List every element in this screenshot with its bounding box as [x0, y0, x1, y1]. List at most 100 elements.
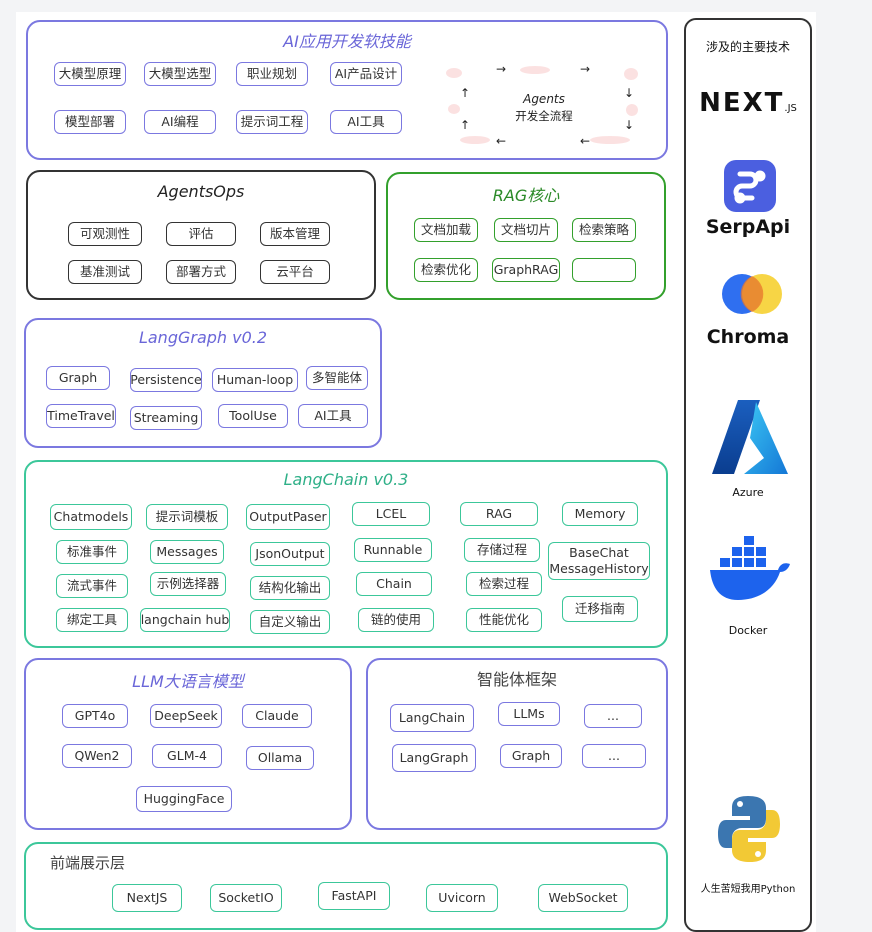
- chip: LCEL: [352, 502, 430, 526]
- chip: 模型部署: [54, 110, 126, 134]
- chip: 文档切片: [494, 218, 558, 242]
- chip: Human-loop: [212, 368, 298, 392]
- chip: 示例选择器: [150, 572, 226, 596]
- ai-skills-panel: AI应用开发软技能 大模型原理 大模型选型 职业规划 AI产品设计 模型部署 A…: [26, 20, 668, 160]
- chip: Persistence: [130, 368, 202, 392]
- chip: 链的使用: [358, 608, 434, 632]
- chip: ...: [584, 704, 642, 728]
- chip: HuggingFace: [136, 786, 232, 812]
- arrow-right-icon: →: [580, 62, 591, 76]
- chip: 职业规划: [236, 62, 308, 86]
- serpapi-label: SerpApi: [705, 216, 791, 238]
- chip: GLM-4: [152, 744, 222, 768]
- chip: 版本管理: [260, 222, 330, 246]
- chip: Chain: [356, 572, 432, 596]
- nextjs-logo: NEXT.JS: [686, 88, 810, 118]
- chip: Uvicorn: [426, 884, 498, 912]
- chip: LLMs: [498, 702, 560, 726]
- decor-blob: [460, 136, 490, 144]
- langgraph-title: LangGraph v0.2: [138, 328, 268, 347]
- arrow-down-icon: ↓: [624, 118, 635, 132]
- chip: 绑定工具: [56, 608, 128, 632]
- decor-blob: [624, 68, 638, 80]
- arrow-down-icon: ↓: [624, 86, 635, 100]
- chip: AI工具: [298, 404, 368, 428]
- chip: Chatmodels: [50, 504, 132, 530]
- chip: Runnable: [354, 538, 432, 562]
- chip: langchain hub: [140, 608, 230, 632]
- rag-panel: RAG核心 文档加载 文档切片 检索策略 检索优化 GraphRAG: [386, 172, 666, 300]
- llm-panel: LLM大语言模型 GPT4o DeepSeek Claude QWen2 GLM…: [24, 658, 352, 830]
- chip: DeepSeek: [150, 704, 222, 728]
- chip: 大模型选型: [144, 62, 216, 86]
- arrow-up-icon: ↑: [460, 86, 471, 100]
- sidebar-title: 涉及的主要技术: [705, 40, 790, 54]
- chip: NextJS: [112, 884, 182, 912]
- chip: ...: [582, 744, 646, 768]
- chip: GraphRAG: [492, 258, 560, 282]
- chip: 大模型原理: [54, 62, 126, 86]
- agents-label: Agents: [523, 92, 565, 106]
- tech-sidebar: 涉及的主要技术 NEXT.JS SerpApi Chroma: [684, 18, 812, 932]
- langchain-title: LangChain v0.3: [283, 470, 409, 489]
- chroma-label: Chroma: [706, 326, 790, 348]
- docker-label: Docker: [728, 624, 768, 637]
- decor-blob: [590, 136, 630, 144]
- decor-blob: [448, 104, 460, 114]
- chip: 基准测试: [68, 260, 142, 284]
- chip: 检索策略: [572, 218, 636, 242]
- chip: 提示词模板: [146, 504, 228, 530]
- docker-icon: [708, 534, 794, 604]
- agent-framework-title: 智能体框架: [476, 670, 557, 689]
- chip: 检索优化: [414, 258, 478, 282]
- azure-label: Azure: [732, 486, 764, 499]
- chip: 评估: [166, 222, 236, 246]
- chip: GPT4o: [62, 704, 128, 728]
- chip: TimeTravel: [46, 404, 116, 428]
- chip: QWen2: [62, 744, 132, 768]
- chip: JsonOutput: [250, 542, 330, 566]
- chip: BaseChat MessageHistory: [548, 542, 650, 580]
- nextjs-suffix: .JS: [784, 103, 797, 114]
- chroma-icon: [720, 272, 784, 316]
- chip: 文档加载: [414, 218, 478, 242]
- arrow-left-icon: ←: [580, 134, 591, 148]
- chip: 提示词工程: [236, 110, 308, 134]
- chip: 检索过程: [466, 572, 542, 596]
- python-icon: [716, 794, 782, 864]
- chip: WebSocket: [538, 884, 628, 912]
- chip: 部署方式: [166, 260, 236, 284]
- arrow-left-icon: ←: [496, 134, 507, 148]
- chip: 性能优化: [466, 608, 542, 632]
- chip: AI编程: [144, 110, 216, 134]
- chip: 自定义输出: [250, 610, 330, 634]
- chip: [572, 258, 636, 282]
- chip: 标准事件: [56, 540, 128, 564]
- chip: 流式事件: [56, 574, 128, 598]
- agentsops-title: AgentsOps: [157, 182, 245, 201]
- chip: 存储过程: [464, 538, 540, 562]
- chip: FastAPI: [318, 882, 390, 910]
- langchain-panel: LangChain v0.3 Chatmodels 提示词模板 OutputPa…: [24, 460, 668, 648]
- chip: Graph: [500, 744, 562, 768]
- azure-icon: [710, 398, 790, 476]
- rag-title: RAG核心: [492, 186, 560, 205]
- chip: AI工具: [330, 110, 402, 134]
- agents-sub: 开发全流程: [515, 109, 573, 123]
- chip: Memory: [562, 502, 638, 526]
- chip: 多智能体: [306, 366, 368, 390]
- decor-blob: [626, 104, 638, 116]
- chip: 可观测性: [68, 222, 142, 246]
- llm-title: LLM大语言模型: [132, 672, 244, 691]
- chip: 云平台: [260, 260, 330, 284]
- chip: RAG: [460, 502, 538, 526]
- agentsops-panel: AgentsOps 可观测性 评估 版本管理 基准测试 部署方式 云平台: [26, 170, 376, 300]
- decor-blob: [520, 66, 550, 74]
- frontend-panel: 前端展示层 NextJS SocketIO FastAPI Uvicorn We…: [24, 842, 668, 930]
- agents-cycle: → → ↓ ↓ ← ← ↑ ↑ Agents 开发全流程: [440, 58, 648, 150]
- arrow-right-icon: →: [496, 62, 507, 76]
- decor-blob: [446, 68, 462, 78]
- chip: Graph: [46, 366, 110, 390]
- chip: Messages: [150, 540, 224, 564]
- chip: SocketIO: [210, 884, 282, 912]
